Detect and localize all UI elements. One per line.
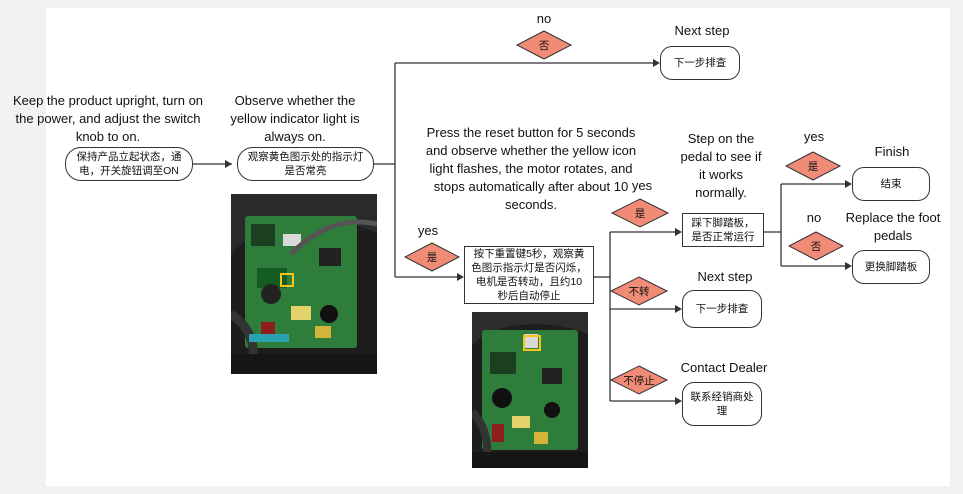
caption-start: Keep the product upright, turn on the po… (12, 93, 204, 144)
caption-finish: Finish (874, 144, 910, 159)
step-box-pedal: 踩下脚踏板，是否正常运行 (682, 213, 764, 247)
step-box-dealer: 联系经销商处理 (682, 382, 762, 426)
arrowhead-observe (225, 160, 232, 168)
arrowhead-reset (457, 273, 464, 281)
arrowhead-dealer (675, 397, 682, 405)
decision-diamond-right-no (787, 231, 845, 261)
caption-next-mid: Next step (697, 269, 753, 284)
branch-label-no-top: no (536, 11, 552, 26)
decision-label-top-no: 否 (538, 40, 550, 52)
decision-label-right-no: 否 (810, 241, 822, 253)
arrowhead-next-top (653, 59, 660, 67)
step-box-next-top: 下一步排查 (660, 46, 740, 80)
branch-label-yes-right: yes (803, 129, 825, 144)
caption-dealer: Contact Dealer (680, 360, 768, 375)
decision-diamond-not-rotate (609, 276, 669, 306)
photo-circuit-board-indicator (231, 194, 377, 374)
branch-label-yes-left: yes (417, 223, 439, 238)
step-box-next-mid: 下一步排查 (682, 290, 762, 328)
step-box-observe: 观察黄色图示处的指示灯是否常亮 (237, 147, 374, 181)
decision-diamond-mid-yes (610, 198, 670, 228)
decision-label-not-rotate: 不转 (628, 286, 650, 298)
arrowhead-pedal (675, 228, 682, 236)
step-box-replace: 更换脚踏板 (852, 250, 930, 284)
step-box-reset: 按下重置键5秒，观察黄色图示指示灯是否闪烁，电机是否转动，且约10秒后自动停止 (464, 246, 594, 304)
decision-label-mid-yes: 是 (634, 208, 646, 220)
caption-observe: Observe whether the yellow indicator lig… (230, 93, 360, 144)
photo-circuit-board-reset (472, 312, 588, 468)
caption-next-top: Next step (674, 23, 730, 38)
branch-label-yes-mid: yes (631, 178, 653, 193)
arrowhead-finish (845, 180, 852, 188)
decision-diamond-not-stop (609, 365, 669, 395)
branch-label-no-right: no (806, 210, 822, 225)
decision-label-not-stop: 不停止 (623, 375, 655, 387)
caption-replace: Replace the foot pedals (845, 210, 941, 243)
caption-pedal: Step on the pedal to see if it works nor… (680, 131, 762, 200)
decision-diamond-right-yes (784, 151, 842, 181)
decision-label-right-yes: 是 (807, 161, 819, 173)
step-box-start: 保持产品立起状态，通电，开关旋钮调至ON (65, 147, 193, 181)
step-box-finish: 结束 (852, 167, 930, 201)
circuit-board-illustration (231, 194, 377, 374)
decision-diamond-top-no (515, 30, 573, 60)
circuit-board-illustration-2 (472, 312, 588, 468)
arrowhead-next-mid (675, 305, 682, 313)
decision-label-left-yes: 是 (426, 252, 438, 264)
decision-diamond-left-yes (403, 242, 461, 272)
arrowhead-replace (845, 262, 852, 270)
caption-reset: Press the reset button for 5 seconds and… (425, 125, 637, 212)
